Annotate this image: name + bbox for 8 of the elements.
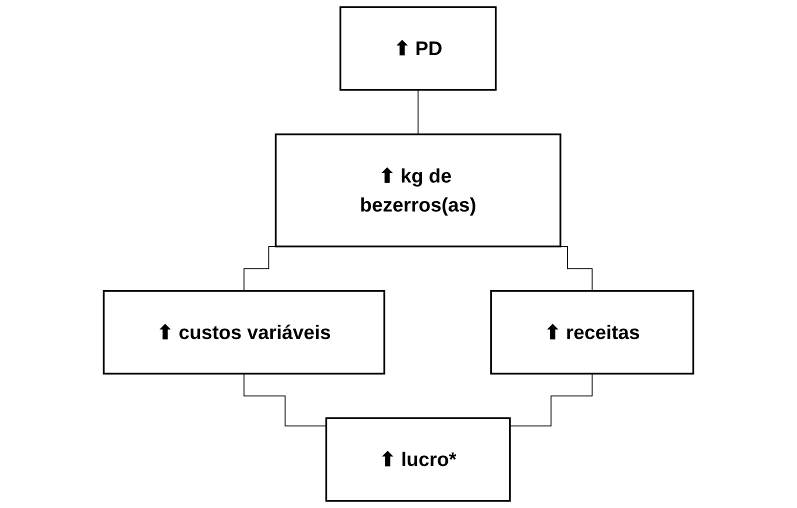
node-box: ⬆ custos variáveis: [102, 290, 386, 375]
node-box: ⬆ PD: [339, 6, 497, 91]
connector: [509, 373, 593, 426]
node-box: ⬆ receitas: [490, 290, 694, 375]
connector: [244, 373, 327, 426]
node-box: ⬆ lucro*: [325, 417, 511, 502]
node-box: ⬆ kg de bezerros(as): [274, 133, 562, 248]
connector: [418, 89, 419, 135]
